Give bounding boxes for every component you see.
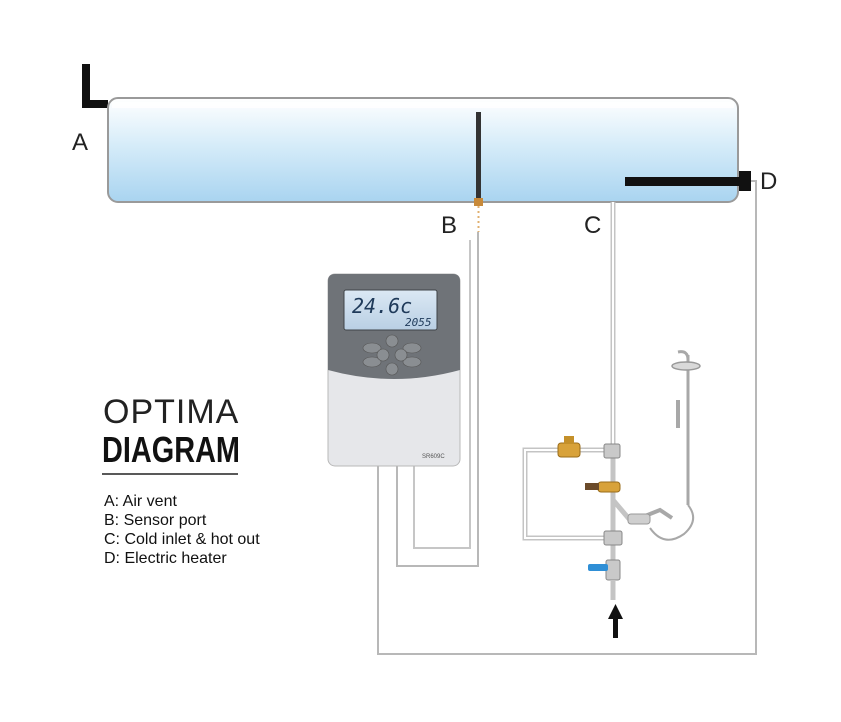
sensor-cable-inner [413, 240, 471, 549]
controller-display-sub: 2055 [405, 316, 432, 329]
title-line-2: DIAGRAM [102, 429, 240, 470]
shower-icon [627, 350, 701, 541]
label-a: A [72, 129, 88, 156]
label-c: C [584, 212, 601, 239]
inlet-valve [588, 559, 621, 600]
heater-cable [377, 180, 757, 655]
legend-item-b: B: Sensor port [104, 512, 207, 529]
legend-item-c: C: Cold inlet & hot out [104, 531, 260, 548]
arrow-up-icon [608, 604, 623, 638]
legend-item-a: A: Air vent [104, 493, 177, 510]
electric-heater [625, 171, 751, 191]
controller-buttons [362, 334, 422, 376]
title-line-1: OPTIMA [103, 393, 239, 431]
sensor-cable-outer [396, 232, 479, 567]
valve-icon [557, 436, 623, 546]
sensor-port [474, 112, 483, 232]
legend: A: Air vent B: Sensor port C: Cold inlet… [104, 493, 260, 567]
wiring [377, 180, 757, 655]
legend-item-d: D: Electric heater [104, 550, 227, 567]
controller-display-main: 24.6c [352, 294, 412, 318]
water-tank [107, 97, 739, 203]
label-d: D [760, 168, 777, 195]
controller-model: SR609C [422, 454, 445, 460]
air-vent [82, 64, 108, 108]
controller-unit: 24.6c 2055 SR609C [327, 273, 461, 467]
label-b: B [441, 212, 457, 239]
